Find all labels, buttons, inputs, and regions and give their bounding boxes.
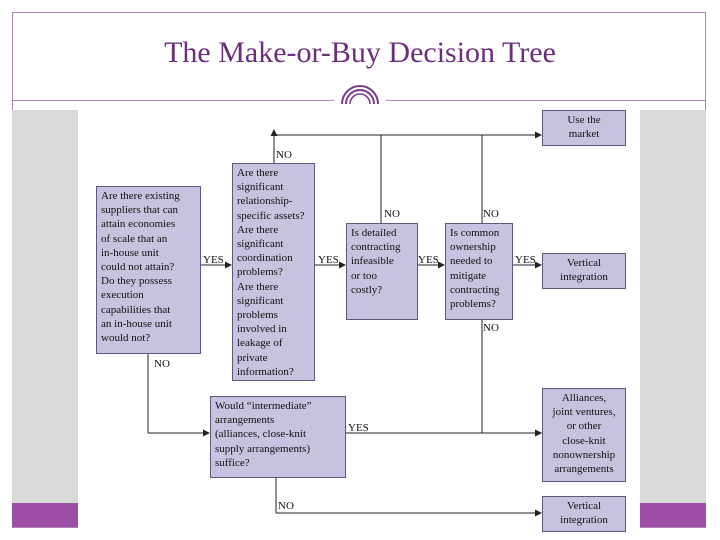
right-side-panel (640, 110, 706, 527)
title-rule-left (12, 100, 334, 101)
label-yes-1: YES (203, 254, 224, 266)
label-no-5: NO (154, 358, 170, 370)
node-common-ownership: Is common ownership needed to mitigate c… (445, 223, 513, 320)
label-no-1: NO (276, 149, 292, 161)
left-side-panel (12, 110, 78, 527)
label-no-3: NO (483, 208, 499, 220)
label-no-2: NO (384, 208, 400, 220)
node-intermediate-arrangements: Would “intermediate” arrangements (allia… (210, 396, 346, 478)
outcome-alliances: Alliances, joint ventures, or other clos… (542, 388, 626, 482)
title-rule-right (386, 100, 706, 101)
left-accent-bar (12, 503, 78, 527)
outcome-vertical-integration-2: Vertical integration (542, 496, 626, 532)
label-yes-5: YES (348, 422, 369, 434)
slide-title: The Make-or-Buy Decision Tree (164, 36, 556, 69)
label-no-4: NO (483, 322, 499, 334)
right-accent-bar (640, 503, 706, 527)
node-detailed-contracting: Is detailed contracting infeasible or to… (346, 223, 418, 320)
node-relationship-specific-assets: Are there significant relationship- spec… (232, 163, 315, 381)
label-yes-2: YES (318, 254, 339, 266)
outcome-vertical-integration-1: Vertical integration (542, 253, 626, 289)
decision-tree-diagram: Are there existing suppliers that can at… (78, 108, 640, 536)
node-existing-suppliers: Are there existing suppliers that can at… (96, 186, 201, 354)
connector-lines (147, 129, 542, 517)
label-yes-4: YES (515, 254, 536, 266)
arch-ornament-icon (341, 85, 379, 105)
label-yes-3: YES (418, 254, 439, 266)
outcome-use-the-market: Use the market (542, 110, 626, 146)
label-no-6: NO (278, 500, 294, 512)
